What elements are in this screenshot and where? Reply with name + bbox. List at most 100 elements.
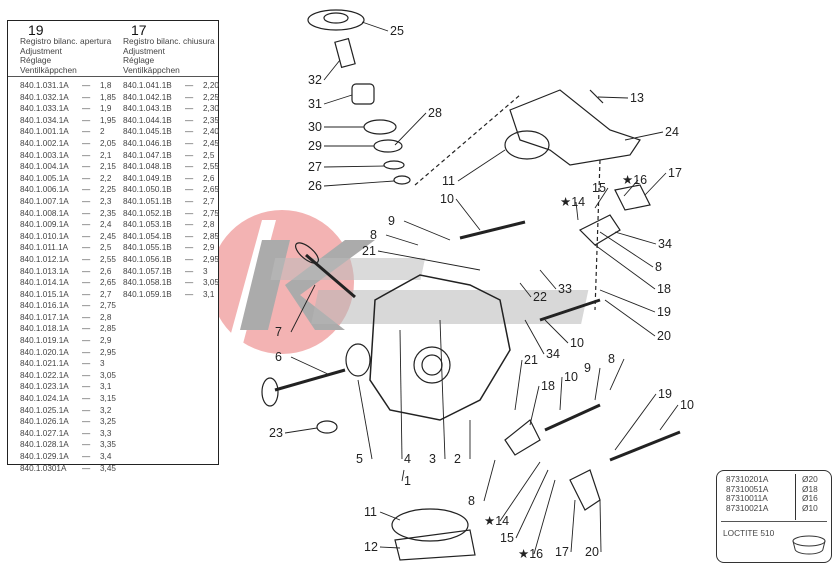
dash: — xyxy=(82,81,91,90)
shim-size: 2,45 xyxy=(203,138,219,148)
rocker-18-low xyxy=(504,419,541,456)
leader-line xyxy=(284,427,318,434)
shim-code: 840.1.022.1A xyxy=(20,370,69,380)
shim-code: 840.1.043.1B xyxy=(123,104,172,114)
shim-code: 840.1.028.1A xyxy=(20,440,69,450)
callout-label: 8 xyxy=(370,228,377,242)
shim-size: 2,30 xyxy=(203,104,219,114)
shim-size: 3,15 xyxy=(100,394,116,404)
shim-row: 840.1.021.1A—3 xyxy=(20,358,105,370)
shim-code: 840.1.012.1A xyxy=(20,254,69,264)
exhaust-port xyxy=(413,346,451,384)
shim-size: 2,45 xyxy=(100,231,116,241)
leader-line xyxy=(599,289,656,313)
callout-label: 26 xyxy=(308,179,322,193)
shim-code: 840.1.015.1A xyxy=(20,289,69,299)
closing-part-number: 17 xyxy=(131,22,147,38)
leader-line xyxy=(455,198,481,231)
leader-line xyxy=(539,269,557,290)
dash: — xyxy=(82,359,91,369)
callout-label: 7 xyxy=(275,325,282,339)
shim-row: 840.1.047.1B—2,5 xyxy=(123,150,214,162)
shim-size: 2,7 xyxy=(203,196,215,206)
leader-line xyxy=(659,404,679,431)
shim-size: 3,1 xyxy=(203,289,215,299)
leader-line xyxy=(439,319,446,460)
shim-code: 840.1.009.1A xyxy=(20,220,69,230)
callout-label: 28 xyxy=(428,106,442,120)
shim-size: 2,25 xyxy=(100,185,116,195)
shim-row: 840.1.029.1A—3,4 xyxy=(20,451,111,463)
shim-row: 840.1.018.1A—2,85 xyxy=(20,323,116,335)
valve-7 xyxy=(305,253,356,299)
leader-line xyxy=(594,367,601,401)
leader-line xyxy=(644,172,667,196)
shim-row: 840.1.017.1A—2,8 xyxy=(20,312,111,324)
leader-line xyxy=(519,282,532,298)
callout-label: 12 xyxy=(364,540,378,554)
dash: — xyxy=(82,104,91,114)
opening-label-it: Registro bilanc. apertura xyxy=(20,36,112,46)
shim-size: 2,8 xyxy=(100,312,112,322)
shim-code: 840.1.016.1A xyxy=(20,301,69,311)
opening-label-de: Ventilkäppchen xyxy=(20,64,77,75)
callout-label: 10 xyxy=(564,370,578,384)
callout-label: 30 xyxy=(308,120,322,134)
shim-row: 840.1.049.1B—2,6 xyxy=(123,173,214,185)
dash: — xyxy=(82,301,91,311)
shim-size: 2,9 xyxy=(100,336,112,346)
shim-code: 840.1.055.1B xyxy=(123,243,172,253)
callout-label: 15 xyxy=(500,531,514,545)
shim-code: 840.1.051.1B xyxy=(123,196,172,206)
dash: — xyxy=(82,162,91,172)
shim-size: 2,4 xyxy=(100,220,112,230)
seal-diameter: Ø20 xyxy=(802,474,818,484)
callout-label: 22 xyxy=(533,290,547,304)
shim-size: 2,15 xyxy=(100,162,116,172)
shim-code: 840.1.003.1A xyxy=(20,150,69,160)
shim-row: 840.1.020.1A—2,95 xyxy=(20,347,116,359)
valve-head-6 xyxy=(261,377,279,407)
seal-box-divider xyxy=(795,474,796,520)
leader-line xyxy=(559,376,563,411)
dash: — xyxy=(82,208,91,218)
dash: — xyxy=(185,104,194,114)
callout-label: 9 xyxy=(388,214,395,228)
shim-size: 1,85 xyxy=(100,92,116,102)
shim-row: 840.1.009.1A—2,4 xyxy=(20,219,111,231)
dash: — xyxy=(185,254,194,264)
leader-line xyxy=(529,385,540,426)
shim-row: 840.1.028.1A—3,35 xyxy=(20,439,116,451)
callout-label: 15 xyxy=(592,181,606,195)
shim-code: 840.1.050.1B xyxy=(123,185,172,195)
callout-label: 21 xyxy=(362,244,376,258)
dash: — xyxy=(185,173,194,183)
shim-size: 3,05 xyxy=(203,278,219,288)
dash: — xyxy=(185,266,194,276)
leader-line xyxy=(623,179,639,197)
shim-code: 840.1.013.1A xyxy=(20,266,69,276)
screw-13 xyxy=(589,89,604,104)
dash: — xyxy=(82,324,91,334)
axis-line xyxy=(414,94,521,186)
shim-size: 2,65 xyxy=(203,185,219,195)
callout-label: ★14 xyxy=(560,195,585,209)
sealant-ring-icon xyxy=(792,535,826,555)
shim-row: 840.1.004.1A—2,15 xyxy=(20,161,116,173)
shim-row: 840.1.013.1A—2,6 xyxy=(20,266,111,278)
callout-label: 34 xyxy=(546,347,560,361)
shim-row: 840.1.001.1A—2 xyxy=(20,126,105,138)
shim-size: 1,8 xyxy=(100,81,112,90)
dash: — xyxy=(82,196,91,206)
shim-size: 3,4 xyxy=(100,452,112,461)
callout-label: 10 xyxy=(570,336,584,350)
callout-label: ★16 xyxy=(622,173,647,187)
callout-label: 11 xyxy=(442,174,455,188)
shim-row: 840.1.041.1B—2,20 xyxy=(123,80,219,92)
callout-label: 29 xyxy=(308,139,322,153)
leader-line xyxy=(403,220,451,241)
shim-row: 840.1.024.1A—3,15 xyxy=(20,393,116,405)
shim-row: 840.1.043.1B — 2,30 xyxy=(123,103,219,115)
